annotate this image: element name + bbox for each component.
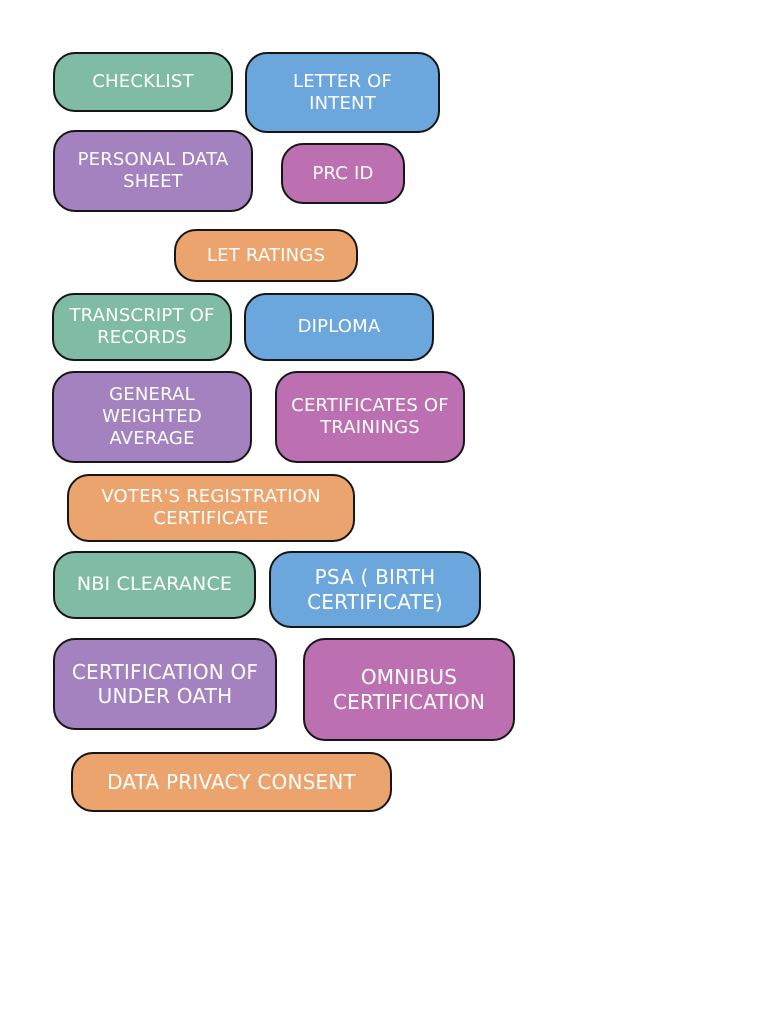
node-label: NBI CLEARANCE <box>76 573 233 596</box>
node-label: PRC ID <box>312 162 374 184</box>
node-label: DATA PRIVACY CONSENT <box>107 769 356 794</box>
node-let-ratings: LET RATINGS <box>174 229 358 282</box>
node-prc-id: PRC ID <box>281 143 405 204</box>
node-label: LET RATINGS <box>206 244 326 266</box>
node-checklist: CHECKLIST <box>53 52 233 112</box>
node-label: DIPLOMA <box>297 316 381 338</box>
node-label: CHECKLIST <box>92 71 194 93</box>
node-diploma: DIPLOMA <box>244 293 434 361</box>
node-data-privacy-consent: DATA PRIVACY CONSENT <box>71 752 392 812</box>
node-nbi-clearance: NBI CLEARANCE <box>53 551 256 619</box>
